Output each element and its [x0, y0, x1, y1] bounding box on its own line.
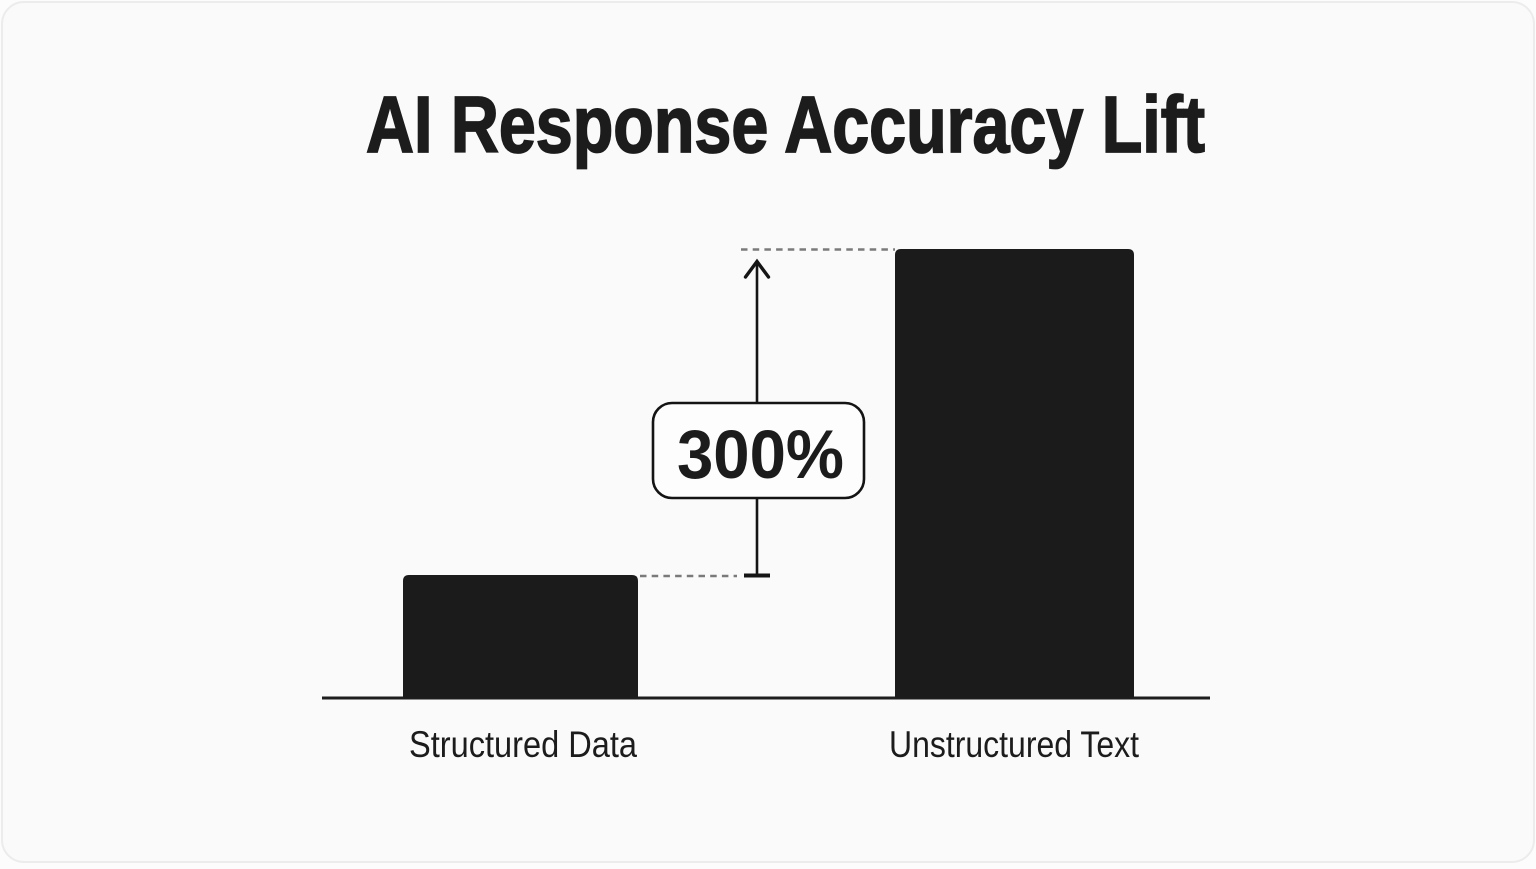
- svg-text:Structured Data: Structured Data: [409, 724, 637, 765]
- svg-text:AI Response Accuracy Lift: AI Response Accuracy Lift: [366, 80, 1205, 169]
- svg-text:Unstructured Text: Unstructured Text: [889, 724, 1140, 765]
- svg-text:300%: 300%: [677, 416, 844, 493]
